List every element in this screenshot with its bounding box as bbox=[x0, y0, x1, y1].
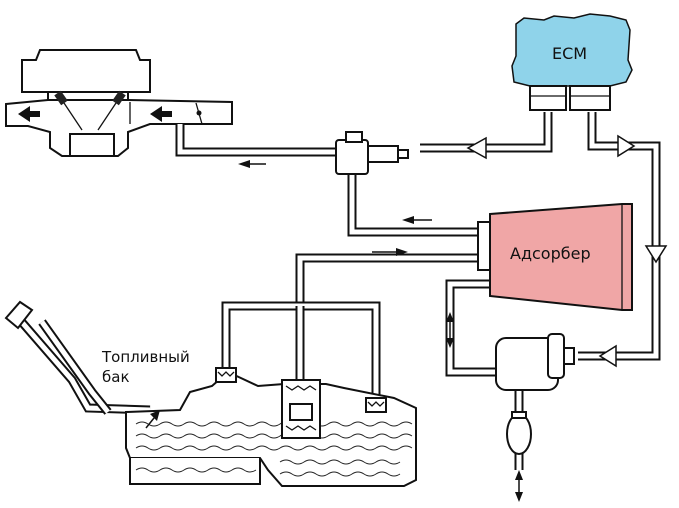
spring-valve-icon bbox=[365, 397, 387, 413]
ecm: ECM bbox=[511, 13, 633, 111]
flow-arrow-icon bbox=[644, 245, 668, 264]
fuel-surface bbox=[135, 421, 413, 477]
bidirectional-arrow-icon bbox=[515, 470, 523, 502]
flow-arrow-icon bbox=[372, 248, 408, 256]
purge-valve bbox=[335, 131, 409, 175]
flow-arrow-icon bbox=[617, 134, 636, 158]
bidirectional-arrow-icon bbox=[446, 312, 454, 348]
flow-arrow-icon bbox=[150, 106, 172, 122]
ecm-label: ECM bbox=[552, 44, 587, 63]
fuel-tank: Топливный бак bbox=[4, 300, 417, 487]
spring-valve-icon bbox=[281, 379, 321, 439]
flow-arrow-icon bbox=[402, 216, 432, 224]
engine bbox=[5, 49, 233, 157]
fuel-tank-label-line1: Топливный bbox=[101, 348, 190, 366]
flow-arrow-icon bbox=[598, 344, 617, 368]
canister-label: Адсорбер bbox=[510, 244, 591, 263]
flow-arrow-icon bbox=[466, 136, 487, 160]
flow-arrow-icon bbox=[145, 410, 160, 429]
flow-arrow-icon bbox=[18, 106, 40, 122]
flow-arrows bbox=[238, 134, 668, 502]
vent-valve bbox=[495, 333, 575, 455]
flow-arrow-icon bbox=[238, 160, 266, 168]
spring-valve-icon bbox=[215, 367, 237, 383]
fuel-tank-label-line2: бак bbox=[102, 368, 130, 386]
canister: Адсорбер bbox=[477, 203, 633, 311]
